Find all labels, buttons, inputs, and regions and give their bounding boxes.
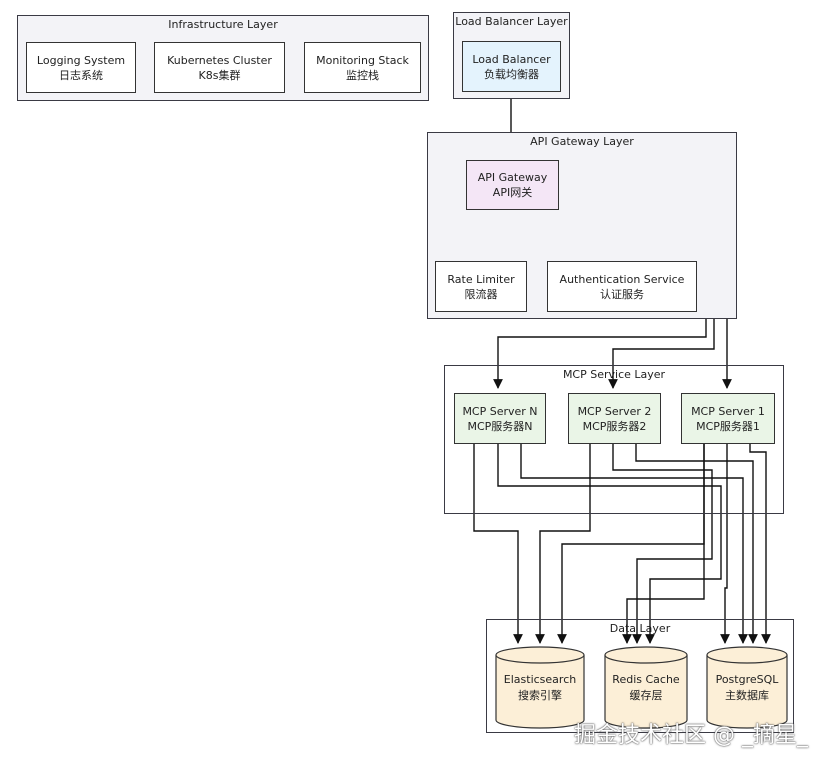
kubernetes-cluster-sublabel: K8s集群 [198, 68, 241, 82]
database-cylinder-icon [495, 646, 585, 729]
api-gateway-layer-title: API Gateway Layer [530, 135, 634, 148]
api-gateway-label: API Gateway [477, 171, 548, 184]
mcp-server-1-node[interactable]: MCP Server 1 MCP服务器1 [681, 393, 775, 444]
edge-mcp1-pg1 [720, 444, 730, 644]
load-balancer-node[interactable]: Load Balancer 负载均衡器 [462, 41, 561, 92]
elasticsearch-db[interactable]: Elasticsearch 搜索引擎 [495, 646, 585, 730]
edge-mcpn-es [473, 444, 523, 644]
mcp-server-n-node[interactable]: MCP Server N MCP服务器N [454, 393, 546, 444]
load-balancer-label: Load Balancer [472, 52, 551, 66]
load-balancer-sublabel: 负载均衡器 [484, 67, 539, 81]
edge-mcp1-pg2 [749, 444, 771, 644]
authentication-service-label: Authentication Service [559, 272, 685, 286]
authentication-service-node[interactable]: Authentication Service 认证服务 [547, 261, 697, 312]
mcp-server-2-sublabel: MCP服务器2 [582, 419, 647, 433]
mcp-server-1-label: MCP Server 1 [691, 404, 765, 418]
load-balancer-layer: Load Balancer Layer Load Balancer 负载均衡器 [453, 12, 570, 99]
logging-system-label: Logging System [36, 53, 126, 67]
load-balancer-layer-title: Load Balancer Layer [455, 15, 568, 28]
mcp-server-n-label: MCP Server N [462, 404, 538, 418]
api-gateway-layer: API Gateway Layer API Gateway API网关 Rate… [427, 132, 737, 319]
mcp-service-layer: MCP Service Layer MCP Server N MCP服务器N M… [444, 365, 784, 514]
authentication-service-sublabel: 认证服务 [600, 287, 644, 301]
kubernetes-cluster-node[interactable]: Kubernetes Cluster K8s集群 [154, 42, 285, 93]
kubernetes-cluster-label: Kubernetes Cluster [167, 53, 272, 67]
postgresql-label: PostgreSQL [715, 673, 779, 686]
api-gateway-node[interactable]: API Gateway API网关 [466, 160, 559, 210]
database-cylinder-icon [604, 646, 688, 729]
edge-mcp2-pg [635, 444, 758, 644]
mcp-service-layer-title: MCP Service Layer [562, 368, 666, 381]
mcp-server-1-sublabel: MCP服务器1 [696, 419, 760, 433]
data-layer: Data Layer [486, 619, 794, 733]
data-layer-title: Data Layer [609, 622, 671, 635]
redis-cache-db[interactable]: Redis Cache 缓存层 [604, 646, 688, 730]
edge-mcpn-pg [520, 444, 748, 644]
monitoring-stack-sublabel: 监控栈 [346, 68, 379, 82]
rate-limiter-node[interactable]: Rate Limiter 限流器 [435, 261, 527, 312]
watermark-text: 掘金技术社区 @ _摘星_ [574, 723, 808, 748]
edge-mcp2-redis [612, 444, 713, 644]
rate-limiter-label: Rate Limiter [447, 272, 515, 286]
edge-mcp1-redis [622, 444, 705, 644]
mcp-server-n-sublabel: MCP服务器N [467, 419, 533, 433]
rate-limiter-sublabel: 限流器 [464, 287, 498, 301]
postgresql-db[interactable]: PostgreSQL 主数据库 [706, 646, 788, 730]
mcp-server-2-label: MCP Server 2 [577, 404, 652, 418]
logging-system-sublabel: 日志系统 [59, 68, 103, 82]
redis-cache-sublabel: 缓存层 [629, 689, 663, 702]
mcp-server-2-node[interactable]: MCP Server 2 MCP服务器2 [568, 393, 661, 444]
database-cylinder-icon [706, 646, 788, 729]
edge-mcpn-redis [497, 444, 722, 644]
monitoring-stack-label: Monitoring Stack [316, 53, 409, 67]
monitoring-stack-node[interactable]: Monitoring Stack 监控栈 [304, 42, 421, 93]
redis-cache-label: Redis Cache [612, 673, 680, 686]
postgresql-sublabel: 主数据库 [725, 689, 769, 702]
elasticsearch-label: Elasticsearch [503, 673, 577, 686]
edge-mcp2-es [535, 444, 591, 644]
elasticsearch-sublabel: 搜索引擎 [518, 689, 562, 702]
api-gateway-sublabel: API网关 [492, 186, 533, 199]
infrastructure-layer-title: Infrastructure Layer [168, 18, 278, 31]
infrastructure-layer: Infrastructure Layer Logging System 日志系统… [17, 15, 429, 101]
logging-system-node[interactable]: Logging System 日志系统 [26, 42, 136, 93]
